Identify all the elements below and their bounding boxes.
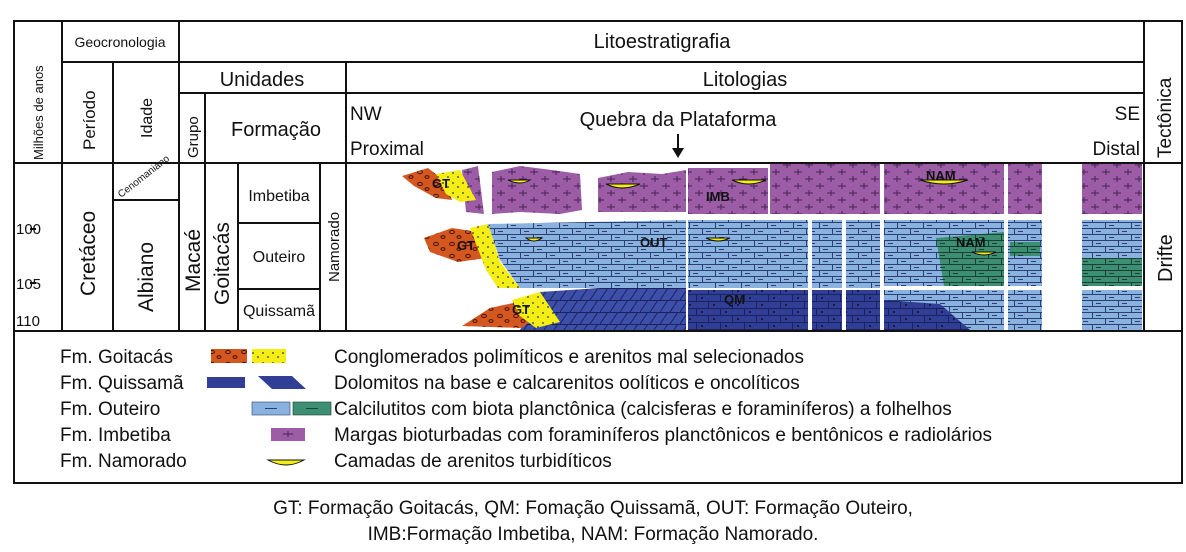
imbetiba-block-5: [770, 164, 880, 214]
goitacas-bottom-orange: [462, 302, 534, 328]
label-qm: QM: [724, 292, 745, 307]
namorado-lens: [507, 179, 532, 184]
quissama-block-2: [812, 290, 842, 330]
nw-label: NW: [350, 104, 382, 125]
goitacas-mid-orange: [424, 228, 486, 262]
legend-unit-imbetiba: Fm. Imbetiba: [60, 425, 171, 446]
caption-line-2: IMB:Formação Imbetiba, NAM: Formação Nam…: [368, 524, 819, 545]
table-frame: [13, 20, 1183, 484]
label-imb: IMB: [706, 189, 730, 204]
imbetiba-block-4: [688, 168, 768, 214]
goitacas-top-yellow: [436, 170, 476, 202]
formacao-goitacas: Goitacás: [211, 222, 234, 305]
proximal-label: Proximal: [350, 139, 424, 160]
outeiro-block-4: [846, 220, 880, 288]
outeiro-block-3: [812, 220, 842, 288]
geocronologia-header: Geocronologia: [74, 34, 165, 50]
outeiro-green-2: [1010, 242, 1040, 256]
periodo-cretaceo: Cretáceo: [77, 211, 100, 296]
label-gt-top: GT: [432, 176, 450, 191]
namorado-lens: [605, 183, 641, 189]
idade-cenomaniano: Cenomaniano: [116, 153, 172, 200]
namorado-swatch: [266, 459, 306, 466]
idade-header: Idade: [139, 98, 156, 138]
periodo-header: Período: [80, 90, 99, 150]
litologias-header: Litologias: [703, 69, 788, 91]
imbetiba-block-1: [462, 166, 484, 214]
legend-desc-outeiro: Calcilutitos com biota planctônica (calc…: [334, 399, 952, 420]
goitacas-bottom-yellow: [512, 292, 560, 328]
quissama-dolomite-swatch: [258, 376, 306, 389]
imbetiba-block-6: [884, 164, 1004, 214]
outeiro-block-2: [688, 220, 808, 288]
litoestratigrafia-header: Litoestratigrafia: [594, 31, 732, 53]
quissama-block-1: [688, 290, 808, 330]
unit-namorado: Namorado: [326, 212, 343, 282]
quissama-block-5: [884, 300, 970, 330]
namorado-lens: [919, 179, 969, 185]
label-nam-top: NAM: [926, 168, 956, 183]
imbetiba-block-2: [492, 166, 582, 214]
legend-desc-namorado: Camadas de arenitos turbidíticos: [334, 451, 612, 472]
quissama-navy-swatch: [207, 377, 245, 388]
formacao-header: Formação: [231, 119, 321, 141]
label-gt-mid: GT: [457, 238, 475, 253]
unidades-header: Unidades: [220, 69, 305, 91]
namorado-lens: [705, 237, 731, 242]
legend-desc-quissama: Dolomitos na base e calcarenitos oolític…: [334, 373, 800, 394]
imbetiba-block-3: [598, 170, 686, 212]
legend-unit-namorado: Fm. Namorado: [60, 451, 187, 472]
quissama-block-6: [1008, 290, 1042, 330]
goitacas-top-orange: [402, 168, 452, 200]
quissama-dolomite: [520, 288, 686, 330]
idade-albiano: Albiano: [135, 242, 158, 312]
legend-unit-quissama: Fm. Quissamã: [60, 373, 184, 394]
caption-line-1: GT: Formação Goitacás, QM: Fomação Quiss…: [273, 498, 913, 519]
age-ticks: [30, 228, 36, 284]
legend-unit-goitacas: Fm. Goitacás: [60, 347, 173, 368]
label-nam-mid: NAM: [956, 235, 986, 250]
tectonica-header: Tectônica: [1155, 77, 1176, 158]
label-gt-bottom: GT: [512, 302, 530, 317]
outeiro-green-3: [1082, 258, 1142, 286]
grupo-macae: Macaé: [182, 229, 205, 292]
legend: Fm. Goitacás Conglomerados polimíticos e…: [60, 347, 992, 472]
milhoes-header: Milhões de anos: [31, 65, 46, 160]
down-arrow-icon: [672, 134, 684, 158]
age-100: 100: [16, 221, 41, 238]
legend-unit-outeiro: Fm. Outeiro: [60, 399, 160, 420]
se-label: SE: [1115, 104, 1140, 125]
outeiro-block-1: [488, 220, 686, 288]
grupo-header: Grupo: [185, 116, 202, 158]
imbetiba-block-8: [1082, 164, 1142, 214]
goitacas-mid-yellow: [470, 224, 520, 288]
quebra-label: Quebra da Plataforma: [580, 109, 778, 131]
quissama-block-3: [846, 290, 880, 330]
imbetiba-block-7: [1008, 164, 1042, 214]
unit-quissama: Quissamã: [243, 303, 315, 320]
quissama-block-7: [1082, 290, 1142, 330]
namorado-lens: [971, 251, 997, 256]
label-out: OUT: [640, 235, 668, 250]
namorado-lens: [731, 179, 767, 185]
distal-label: Distal: [1092, 139, 1140, 160]
outeiro-green-1: [936, 232, 1004, 286]
legend-desc-goitacas: Conglomerados polimíticos e arenitos mal…: [334, 347, 804, 368]
tectonica-drifte: Drifte: [1155, 234, 1177, 282]
goitacas-orange-swatch: [211, 349, 247, 363]
namorado-lens: [524, 237, 544, 242]
unit-outeiro: Outeiro: [253, 249, 306, 266]
age-110: 110: [16, 313, 40, 330]
goitacas-yellow-swatch: [252, 349, 286, 363]
lithology-section: GT GT GT IMB NAM OUT NAM QM: [402, 164, 1142, 330]
unit-imbetiba: Imbetiba: [248, 188, 309, 205]
age-105: 105: [16, 276, 41, 293]
legend-desc-imbetiba: Margas bioturbadas com foraminíferos pla…: [334, 425, 992, 446]
